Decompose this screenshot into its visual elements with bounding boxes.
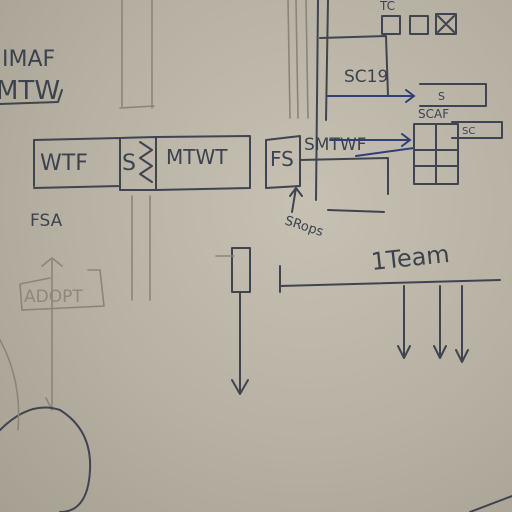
label-s-small: S: [438, 90, 445, 103]
circle-right: [0, 406, 92, 512]
arrows-team: [397, 285, 469, 363]
arrow-up-fs: [289, 187, 303, 213]
small-boxes: [381, 13, 457, 35]
grid-box: [413, 123, 459, 185]
box-smtwf: [299, 157, 389, 195]
label-fsa: FSA: [30, 211, 63, 231]
label-wtf: WTF: [40, 151, 88, 176]
label-team: 1Team: [370, 240, 451, 276]
arrow-down-mid: [231, 291, 249, 395]
column-line: [287, 0, 309, 119]
arrow-sc19: [327, 89, 416, 103]
label-imaf: IMAF: [2, 47, 55, 72]
line-blue: [355, 147, 415, 157]
label-sc-small: SC: [462, 126, 475, 137]
circle-left: [0, 339, 20, 431]
board-edge: [469, 495, 512, 512]
line-team: [279, 265, 501, 293]
column-line: [315, 0, 329, 201]
box-small-right: [419, 83, 487, 107]
box-sc19: [319, 35, 389, 97]
box-small-right-2: [451, 121, 503, 139]
label-fs: FS: [270, 147, 294, 171]
label-s-box: S: [122, 151, 136, 176]
arrow-down-adopt: [46, 260, 58, 410]
label-mtw-left: MTW: [0, 76, 60, 106]
underline-mtw-left: [0, 89, 63, 105]
arrow-right-blue: [329, 133, 412, 147]
label-tc: TC: [379, 0, 395, 13]
label-scaf: SCAF: [418, 107, 449, 121]
box-adopt: [19, 256, 105, 311]
line-under-smtwf: [327, 209, 385, 213]
label-adopt: ADOPT: [24, 287, 83, 307]
box-fs: [265, 135, 301, 189]
column-line-lower: [131, 195, 151, 301]
column-line: [119, 0, 155, 109]
label-smtwf: SMTWF: [304, 135, 366, 155]
label-mtwt: MTWT: [166, 145, 228, 169]
hatch-s-box: [139, 141, 153, 183]
label-sc19: SC19: [344, 67, 388, 87]
box-small-mid: [231, 247, 251, 293]
box-mtwt: [155, 135, 251, 191]
label-sprops: SRops: [283, 214, 326, 241]
